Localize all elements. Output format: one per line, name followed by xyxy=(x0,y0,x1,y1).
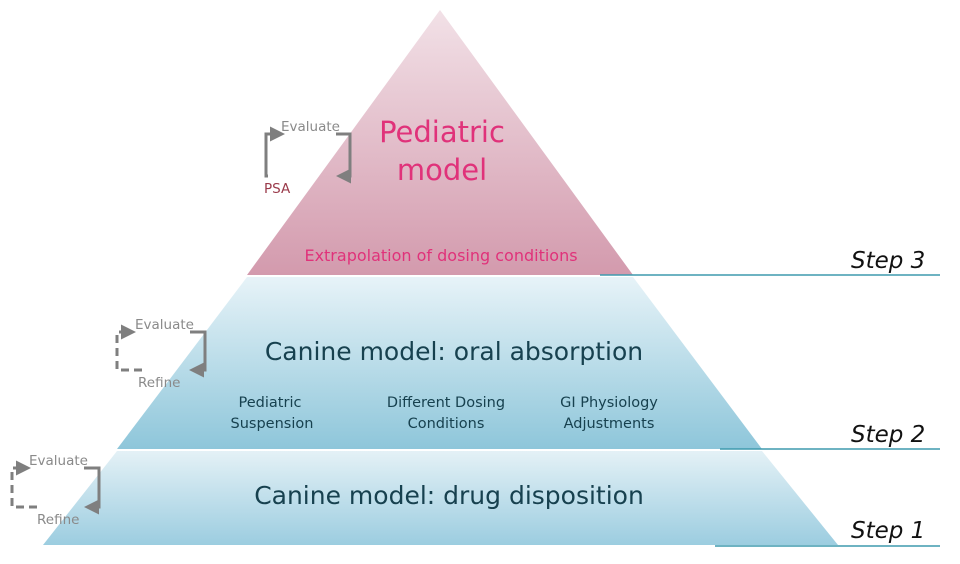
pyramid-middle-tier xyxy=(117,277,762,449)
step3-label: Step 3 xyxy=(851,248,925,274)
middle-item-3-line2: Adjustments xyxy=(564,416,655,432)
middle-item-2-line1: Different Dosing xyxy=(387,395,505,411)
step1-label: Step 1 xyxy=(851,518,925,544)
middle-item-3-line1: GI Physiology xyxy=(560,395,658,411)
pyramid-top-tier xyxy=(247,10,633,275)
bottom-loop-dashed-path xyxy=(10,460,37,509)
middle-tier-title: Canine model: oral absorption xyxy=(265,337,643,366)
top-tier-title-line2: model xyxy=(397,153,487,187)
top-tier-title-line1: Pediatric xyxy=(379,115,505,149)
top-evaluate-loop: Evaluate PSA xyxy=(264,119,352,197)
top-loop-return-path xyxy=(336,132,352,184)
middle-loop-return-path xyxy=(189,330,207,378)
top-loop-psa-label: PSA xyxy=(264,181,291,197)
bottom-loop-evaluate-label: Evaluate xyxy=(29,453,88,469)
step2-label: Step 2 xyxy=(851,422,925,448)
bottom-loop-return-path xyxy=(84,466,101,515)
middle-item-1-line1: Pediatric xyxy=(239,395,302,411)
middle-evaluate-loop: Evaluate Refine xyxy=(115,317,207,391)
bottom-tier-title: Canine model: drug disposition xyxy=(254,481,644,510)
middle-loop-dashed-path xyxy=(115,324,142,372)
pyramid-bottom-tier xyxy=(43,451,838,545)
top-loop-evaluate-label: Evaluate xyxy=(281,119,340,135)
bottom-loop-refine-label: Refine xyxy=(37,512,79,528)
middle-item-1-line2: Suspension xyxy=(231,416,314,432)
bottom-evaluate-loop: Evaluate Refine xyxy=(10,453,101,528)
top-tier-note: Extrapolation of dosing conditions xyxy=(304,246,577,265)
middle-item-2-line2: Conditions xyxy=(408,416,485,432)
middle-loop-refine-label: Refine xyxy=(138,375,180,391)
top-loop-path xyxy=(264,126,285,178)
middle-loop-evaluate-label: Evaluate xyxy=(135,317,194,333)
